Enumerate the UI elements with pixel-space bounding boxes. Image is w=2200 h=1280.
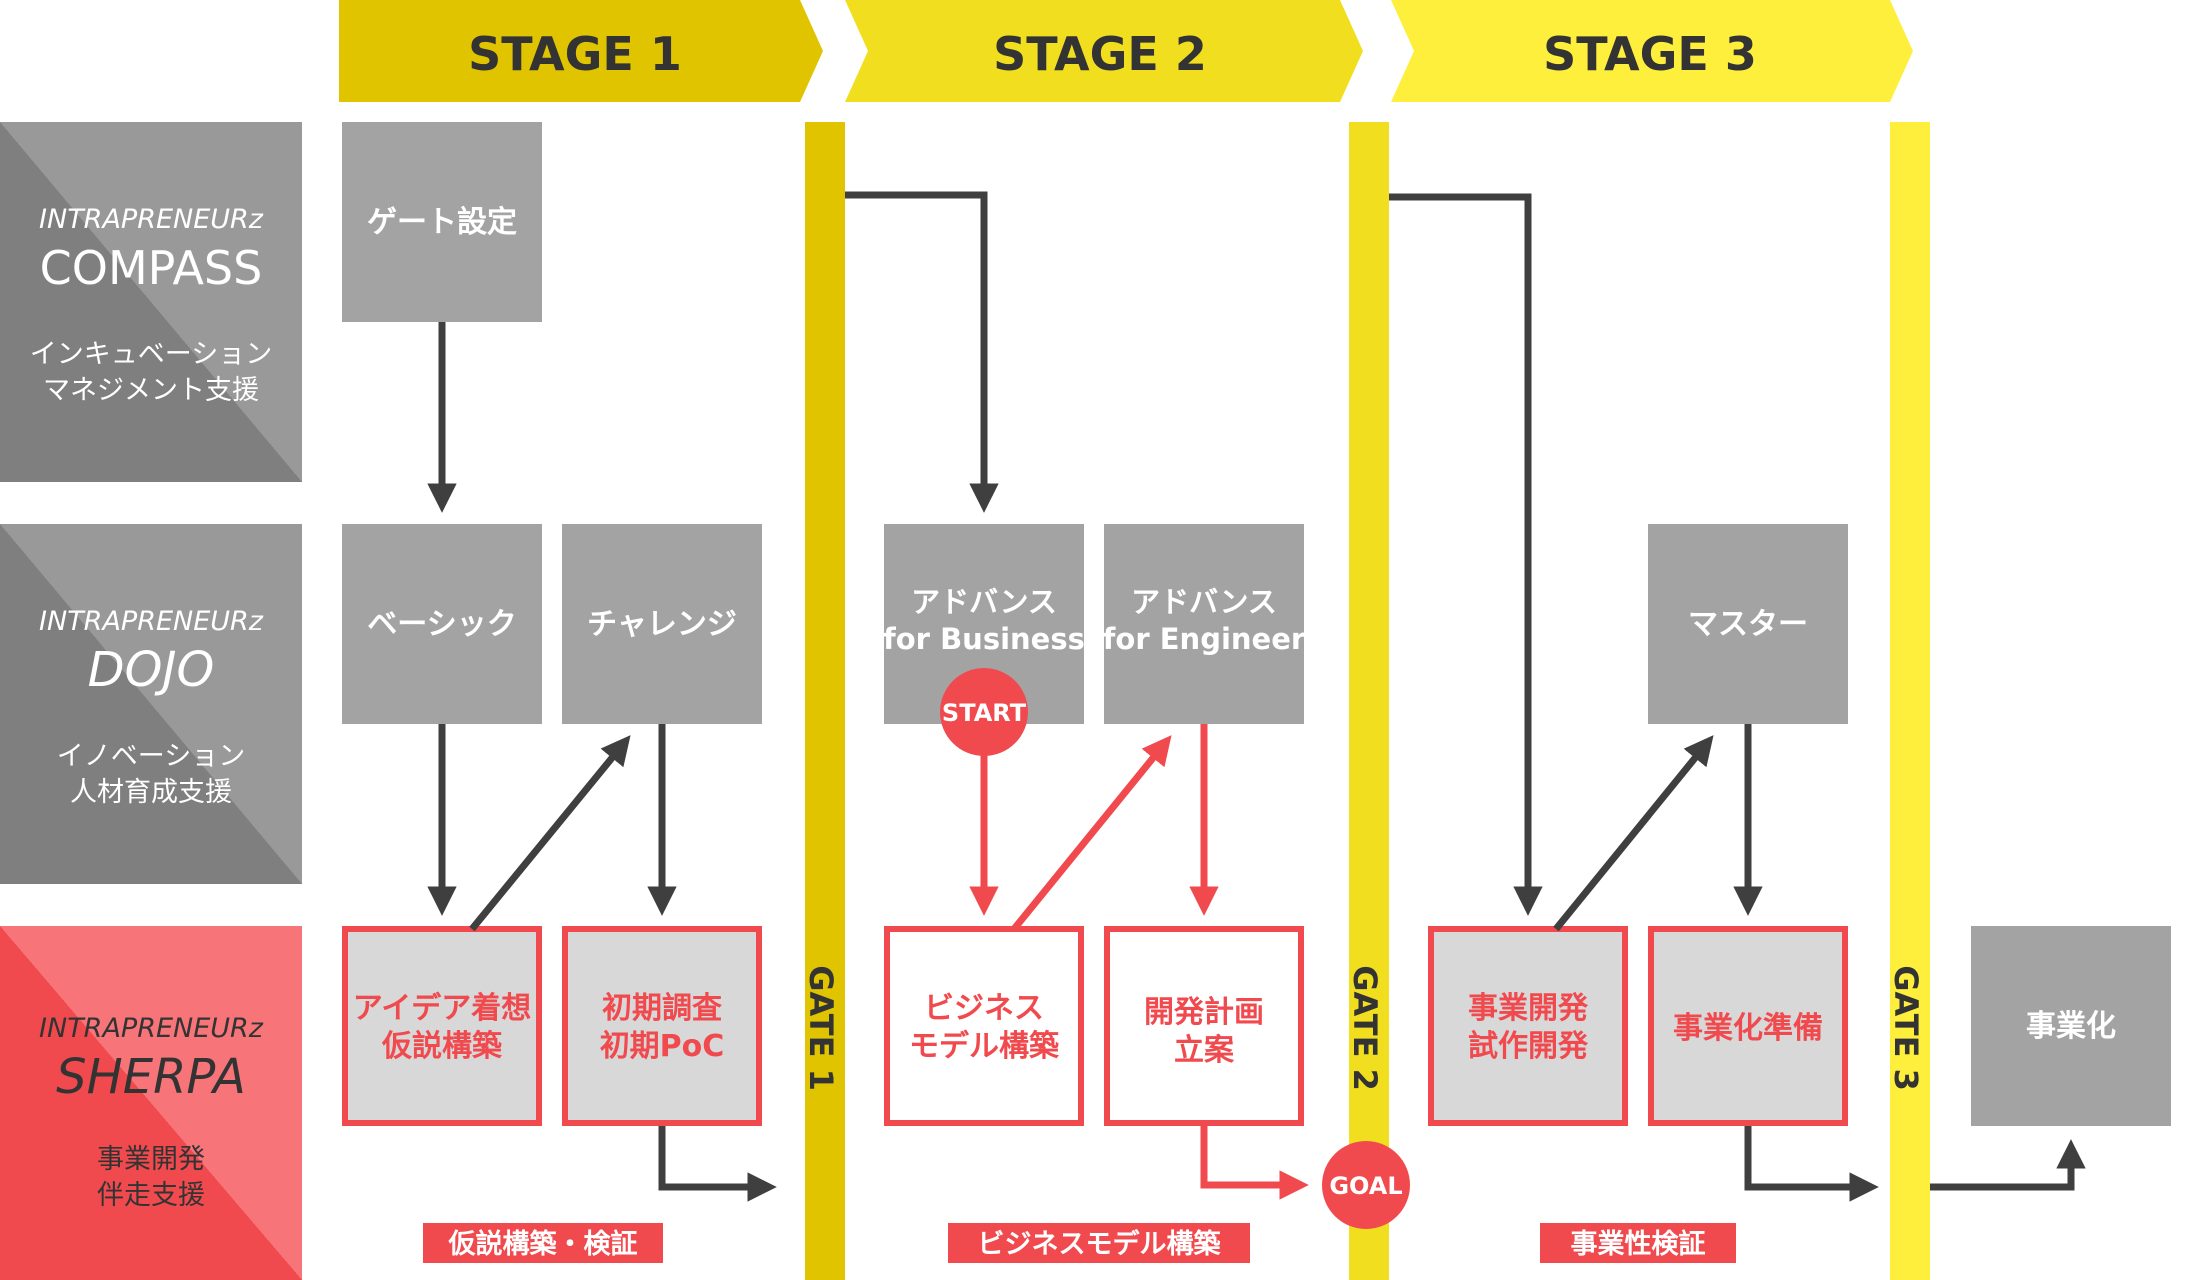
goal-marker bbox=[1322, 1141, 1410, 1229]
stage-2-label: STAGE 2 bbox=[993, 27, 1207, 81]
box-dev-plan-line1: 開発計画 bbox=[1144, 995, 1264, 1030]
box-commercialize-label: 事業化 bbox=[2026, 1009, 2116, 1044]
box-idea-line2: 仮説構築 bbox=[381, 1029, 503, 1064]
arrow-bizmodel-to-engineer bbox=[1011, 735, 1172, 932]
box-challenge bbox=[562, 524, 762, 724]
compass-desc-1: インキュベーション bbox=[30, 339, 272, 370]
phase-1-label: 仮説構築・検証 bbox=[448, 1228, 638, 1260]
box-master bbox=[1648, 524, 1848, 724]
arrow-gate3-to-commercialize bbox=[1930, 1139, 2086, 1191]
box-advance-engineer bbox=[1104, 524, 1304, 724]
arrow-bizdev-to-master bbox=[1553, 735, 1714, 932]
phase-1-badge bbox=[423, 1223, 663, 1263]
box-biz-dev bbox=[1428, 926, 1628, 1126]
sherpa-desc-2: 伴走支援 bbox=[97, 1180, 205, 1211]
arrow-devplan-to-goal bbox=[1200, 1126, 1309, 1200]
box-dev-plan-line2: 立案 bbox=[1174, 1033, 1235, 1068]
box-advance-engineer-line1: アドバンス bbox=[1131, 585, 1277, 619]
box-advance-engineer-line2: for Engineer bbox=[1103, 622, 1306, 656]
dojo-brand: INTRAPRENEURz bbox=[39, 606, 264, 637]
box-basic-label: ベーシック bbox=[367, 607, 516, 642]
goal-marker-label: GOAL bbox=[1329, 1172, 1402, 1200]
box-gate-setting-label: ゲート設定 bbox=[367, 205, 517, 240]
arrow-prep-to-gate3 bbox=[1744, 1126, 1879, 1202]
sherpa-desc-1: 事業開発 bbox=[97, 1144, 205, 1175]
compass-brand: INTRAPRENEURz bbox=[39, 204, 264, 235]
arrow-idea-to-challenge bbox=[469, 735, 631, 932]
arrow-survey-to-gate1 bbox=[658, 1126, 777, 1202]
gate-1-label: GATE 1 bbox=[802, 965, 840, 1091]
sherpa-brand: INTRAPRENEURz bbox=[39, 1013, 264, 1044]
box-master-label: マスター bbox=[1688, 607, 1808, 642]
start-marker-label: START bbox=[942, 699, 1027, 727]
arrow-gate1-to-advance bbox=[845, 191, 999, 513]
phase-2-badge bbox=[948, 1223, 1250, 1263]
gate-1-bar bbox=[805, 122, 845, 1280]
phase-2-label: ビジネスモデル構築 bbox=[978, 1228, 1222, 1260]
stage-3-label: STAGE 3 bbox=[1543, 27, 1757, 81]
box-business-model-line2: モデル構築 bbox=[909, 1029, 1060, 1064]
dojo-desc-2: 人材育成支援 bbox=[70, 777, 232, 808]
box-gate-setting bbox=[342, 122, 542, 322]
sherpa-name: SHERPA bbox=[56, 1049, 246, 1105]
box-survey bbox=[562, 926, 762, 1126]
phase-3-label: 事業性検証 bbox=[1571, 1228, 1706, 1260]
row-label-dojo: INTRAPRENEURz DOJO イノベーション 人材育成支援 bbox=[0, 524, 302, 884]
box-biz-dev-line1: 事業開発 bbox=[1468, 991, 1589, 1026]
gate-3-label: GATE 3 bbox=[1887, 965, 1925, 1091]
gate-2-bar bbox=[1349, 122, 1389, 1280]
box-prep-label: 事業化準備 bbox=[1673, 1011, 1823, 1046]
gate-2-label: GATE 2 bbox=[1346, 965, 1384, 1091]
box-survey-line2: 初期PoC bbox=[600, 1029, 725, 1064]
dojo-name: DOJO bbox=[88, 642, 215, 698]
box-advance-business-line1: アドバンス bbox=[911, 585, 1057, 619]
box-advance-business-line2: for Business bbox=[883, 622, 1085, 656]
row-label-compass: INTRAPRENEURz COMPASS インキュベーション マネジメント支援 bbox=[0, 122, 302, 482]
start-marker bbox=[940, 668, 1028, 756]
box-business-model-line1: ビジネス bbox=[924, 991, 1044, 1026]
box-idea bbox=[342, 926, 542, 1126]
box-basic bbox=[342, 524, 542, 724]
stage-1-label: STAGE 1 bbox=[468, 27, 682, 81]
box-biz-dev-line2: 試作開発 bbox=[1468, 1029, 1589, 1064]
compass-name: COMPASS bbox=[40, 241, 263, 295]
box-commercialize bbox=[1971, 926, 2171, 1126]
stage-2-header bbox=[845, 0, 1363, 102]
dojo-desc-1: イノベーション bbox=[57, 741, 245, 772]
box-dev-plan bbox=[1104, 926, 1304, 1126]
box-prep bbox=[1648, 926, 1848, 1126]
stage-3-header bbox=[1391, 0, 1913, 102]
phase-3-badge bbox=[1540, 1223, 1736, 1263]
arrow-gate2-to-bizdev bbox=[1389, 193, 1543, 916]
gate-3-bar bbox=[1890, 122, 1930, 1280]
box-challenge-label: チャレンジ bbox=[587, 607, 737, 642]
box-idea-line1: アイデア着想 bbox=[353, 991, 532, 1026]
box-survey-line1: 初期調査 bbox=[602, 991, 722, 1026]
box-business-model bbox=[884, 926, 1084, 1126]
compass-desc-2: マネジメント支援 bbox=[43, 375, 259, 406]
stage-1-header bbox=[339, 0, 823, 102]
row-label-sherpa: INTRAPRENEURz SHERPA 事業開発 伴走支援 bbox=[0, 926, 302, 1280]
